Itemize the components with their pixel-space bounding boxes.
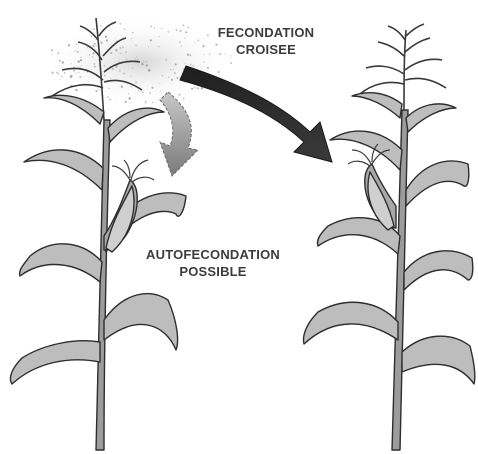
- self-pollination-arrow-icon: [160, 92, 198, 176]
- cross-pollination-label: FECONDATION CROISEE: [206, 24, 326, 58]
- maize-plant-right: [304, 24, 475, 450]
- self-pollination-label: AUTOFECONDATION POSSIBLE: [128, 246, 298, 280]
- cross-pollination-arrow-icon: [180, 66, 332, 162]
